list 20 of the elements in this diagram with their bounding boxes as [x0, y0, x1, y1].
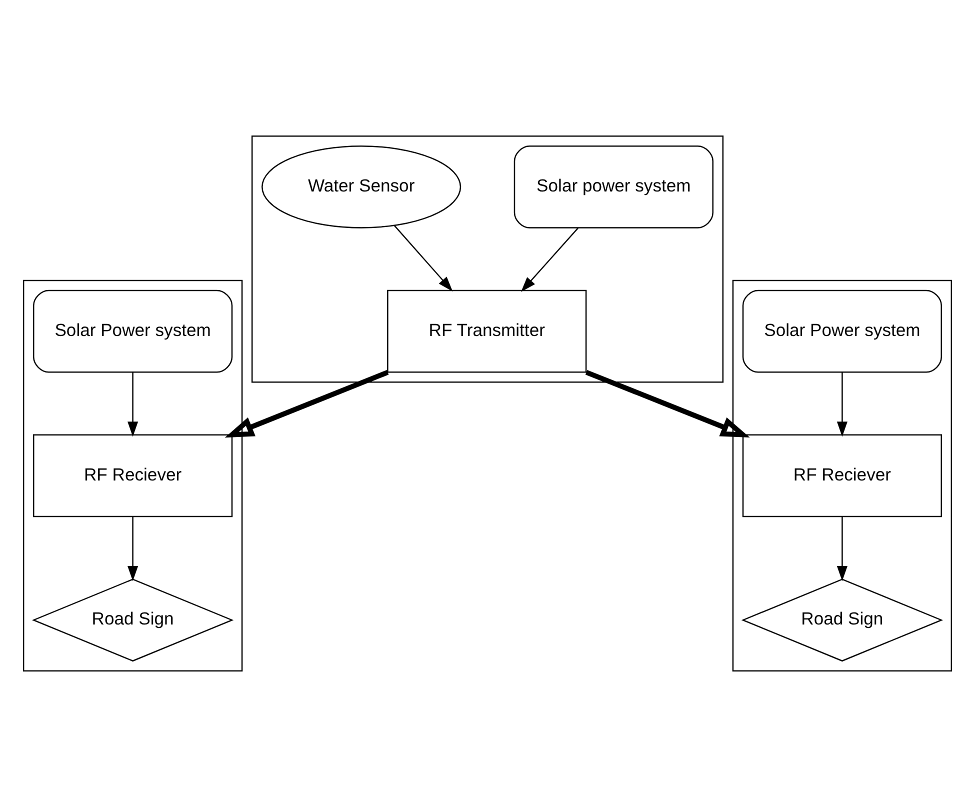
arrow	[585, 369, 750, 438]
node-box: Solar power system	[514, 144, 714, 228]
node-box: RF Transmitter	[387, 289, 587, 372]
arrow	[836, 516, 848, 581]
arrow	[521, 227, 578, 292]
node-diamond: Road Sign	[741, 578, 944, 662]
arrow	[128, 372, 138, 436]
arrow	[394, 224, 453, 291]
node-ellipse: Water Sensor	[262, 144, 462, 228]
node-diamond: Road Sign	[32, 578, 234, 662]
node-box: RF Reciever	[742, 434, 942, 517]
cluster	[251, 134, 724, 382]
node-box: Solar Power system	[32, 289, 233, 372]
node-box: RF Reciever	[32, 434, 233, 517]
arrow	[836, 372, 848, 436]
cluster	[22, 279, 243, 672]
arrow	[224, 369, 389, 438]
arrow	[128, 516, 138, 581]
cluster	[732, 279, 952, 672]
node-box: Solar Power system	[742, 289, 942, 372]
